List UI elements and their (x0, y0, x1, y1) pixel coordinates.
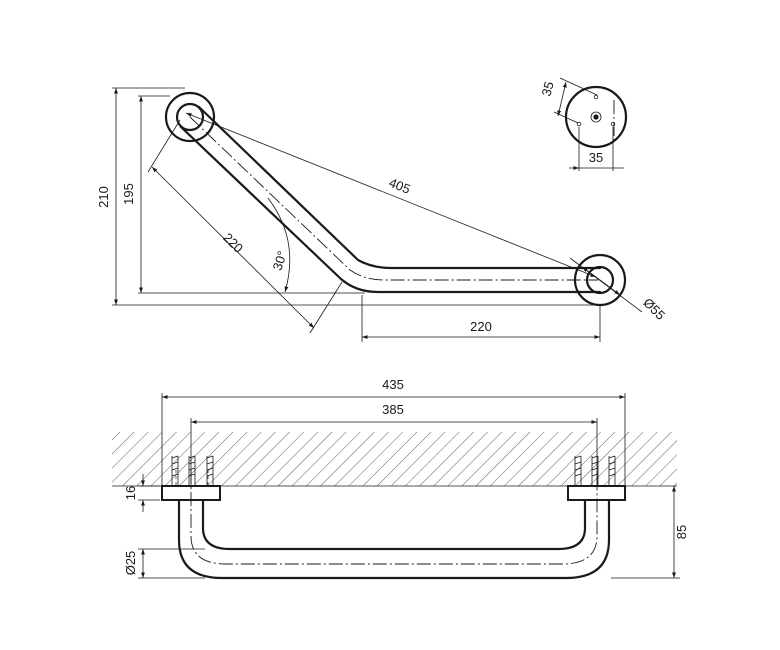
dim-flange-diameter-label: Ø55 (640, 295, 668, 323)
dim-hole-vertical: 35 (539, 80, 567, 117)
dim-height-label: 195 (121, 183, 136, 205)
dim-angled-leg: 220 (151, 166, 315, 329)
dim-projection: 85 (672, 486, 689, 578)
dim-diagonal: 405 (185, 112, 597, 278)
dim-hole-horizontal: 35 (569, 150, 624, 169)
dim-angled-leg-label: 220 (220, 230, 246, 256)
dim-hole-horizontal-label: 35 (589, 150, 603, 165)
dim-total-height-label: 210 (96, 186, 111, 208)
dim-horizontal-leg-label: 220 (470, 319, 492, 334)
dim-tube-diameter: Ø25 (123, 549, 145, 578)
dim-horizontal-leg: 220 (362, 319, 600, 339)
dim-diagonal-label: 405 (387, 175, 413, 197)
plan-view: 210 195 220 30° 405 220 (96, 87, 668, 342)
dim-flange-thickness-label: 16 (123, 486, 138, 500)
left-screws (171, 455, 214, 486)
right-screws (574, 455, 616, 486)
dim-tube-diameter-label: Ø25 (123, 551, 138, 576)
dim-flange-thickness: 16 (123, 474, 145, 512)
flange-detail: 35 35 (539, 77, 628, 171)
grab-bar-tube (177, 470, 611, 580)
dim-center-distance-label: 385 (382, 402, 404, 417)
dim-hole-vertical-label: 35 (539, 80, 557, 98)
dim-center-distance: 385 (191, 402, 597, 424)
dim-overall-length: 435 (162, 377, 625, 399)
dim-angle-label: 30° (270, 249, 290, 272)
dim-total-height: 210 (96, 88, 118, 305)
right-flange (567, 485, 626, 501)
dim-height: 195 (121, 96, 143, 293)
front-view: 435 385 (112, 377, 689, 580)
angled-bar (179, 105, 602, 294)
dim-projection-label: 85 (674, 525, 689, 539)
dim-overall-length-label: 435 (382, 377, 404, 392)
